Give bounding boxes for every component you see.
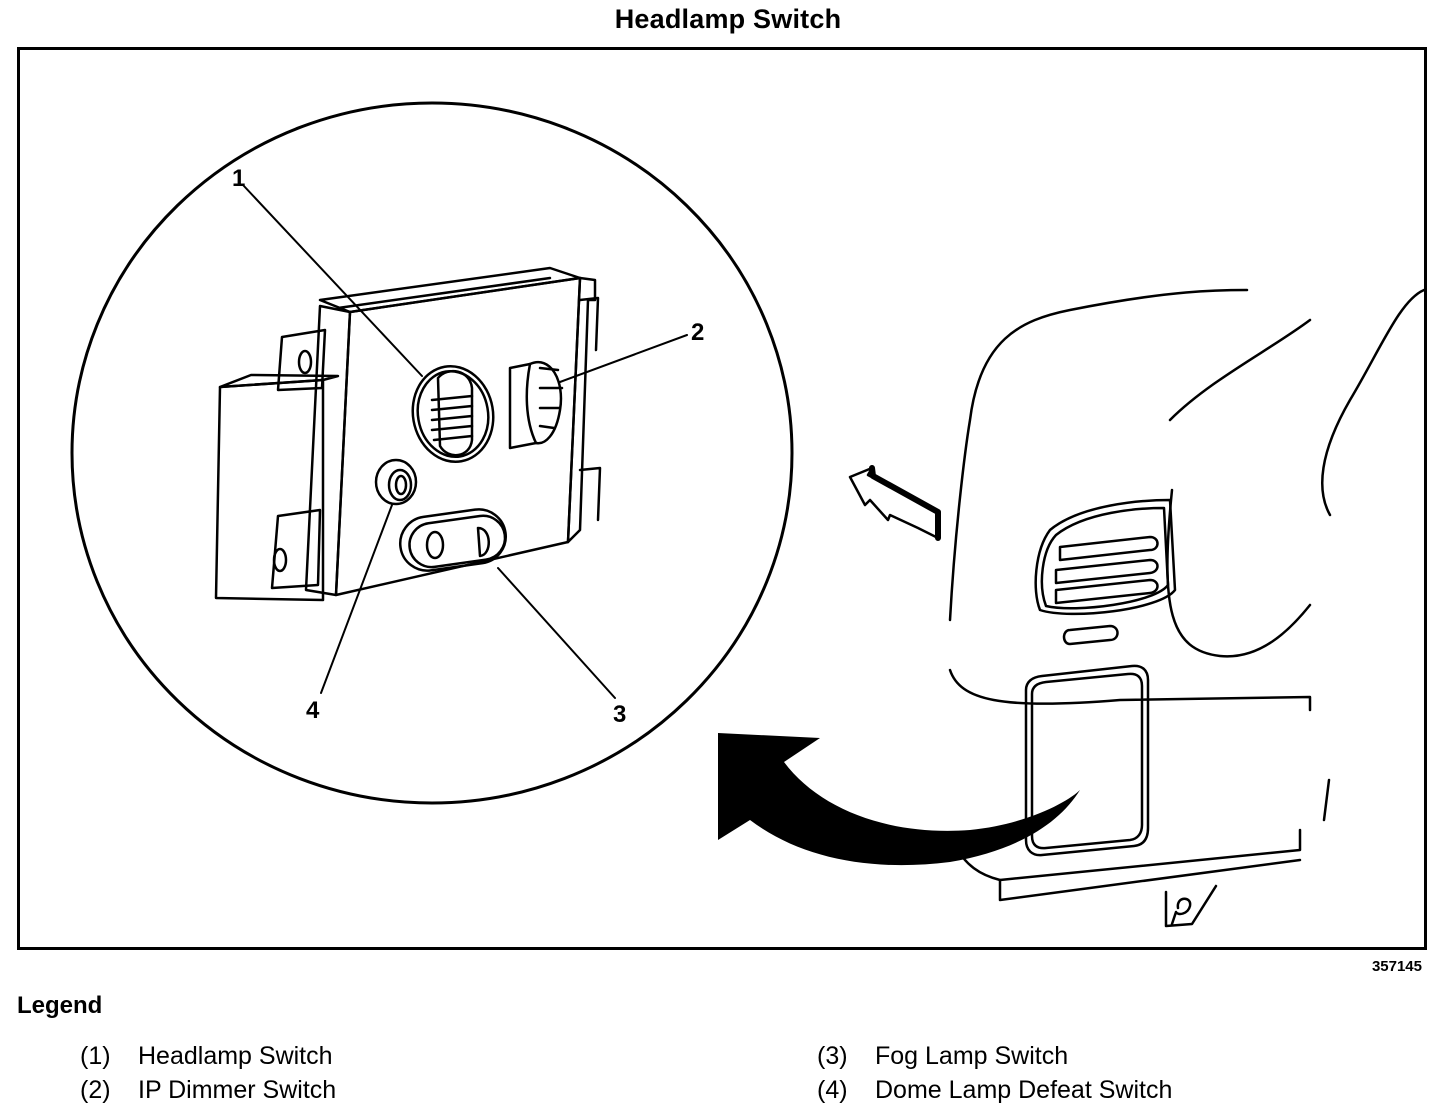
legend-title: Legend: [17, 992, 103, 1019]
diagram-title: Headlamp Switch: [614, 4, 842, 34]
figure-id: 357145: [1371, 958, 1422, 975]
legend-item: (1) Headlamp Switch: [80, 1042, 333, 1071]
dashboard-locator-view: [948, 288, 1424, 928]
legend-item-number: (3): [817, 1042, 848, 1070]
detail-magnifier-circle: [70, 101, 794, 805]
callout-1: 1: [232, 165, 245, 192]
fog-lamp-button: [399, 508, 507, 572]
ip-dimmer-wheel: [508, 361, 564, 450]
leader-line-1: [242, 184, 423, 377]
legend-item-label: IP Dimmer Switch: [138, 1076, 337, 1104]
legend-item-label: Fog Lamp Switch: [875, 1042, 1069, 1070]
switch-housing: [214, 266, 602, 602]
illustration: 1 2 3 4: [70, 101, 1424, 928]
legend-item: (2) IP Dimmer Switch: [80, 1076, 336, 1105]
legend-item-number: (4): [817, 1076, 848, 1104]
legend-item-number: (1): [80, 1042, 111, 1070]
legend-item-label: Headlamp Switch: [138, 1042, 333, 1070]
illustration-frame: 1 2 3 4: [17, 47, 1427, 950]
dome-lamp-defeat-button: [374, 458, 418, 506]
leader-line-4: [320, 504, 393, 694]
callout-4: 4: [306, 697, 320, 724]
legend-item: (4) Dome Lamp Defeat Switch: [817, 1076, 1172, 1105]
legend-item-number: (2): [80, 1076, 111, 1104]
leader-line-3: [497, 567, 616, 699]
headlamp-switch-knob: [411, 364, 495, 464]
legend-item-label: Dome Lamp Defeat Switch: [875, 1076, 1173, 1104]
leader-line-2: [559, 334, 688, 383]
callout-3: 3: [613, 701, 626, 728]
location-arrow: [718, 733, 1080, 866]
legend-item: (3) Fog Lamp Switch: [817, 1042, 1068, 1071]
view-direction-arrow: [848, 465, 941, 541]
callout-2: 2: [691, 319, 704, 346]
